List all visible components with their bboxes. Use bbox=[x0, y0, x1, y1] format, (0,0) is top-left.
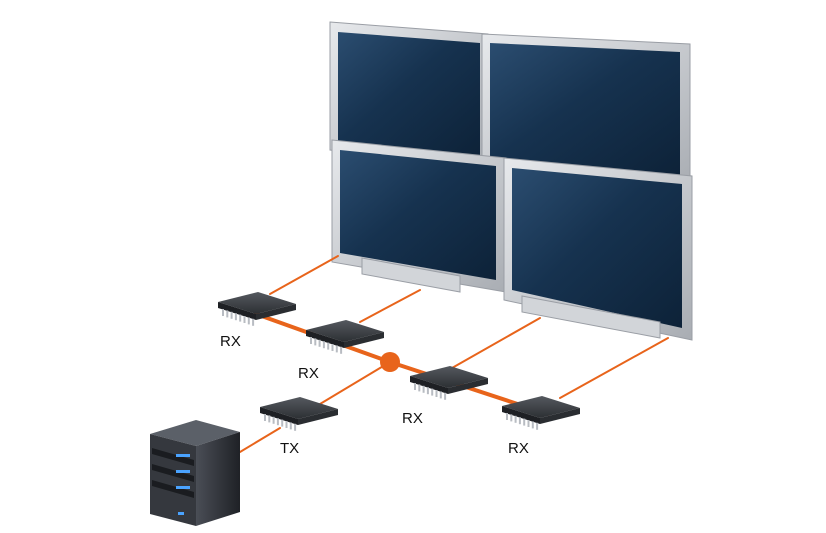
link-line bbox=[239, 427, 281, 453]
link-line bbox=[559, 337, 669, 399]
monitor-icon bbox=[481, 33, 691, 187]
link-line bbox=[359, 289, 421, 323]
module-label: RX bbox=[220, 333, 241, 350]
link-line bbox=[319, 361, 391, 405]
chip-icon bbox=[306, 320, 384, 354]
video-wall bbox=[329, 21, 693, 341]
hub-dot-icon bbox=[380, 352, 400, 372]
chip-icon bbox=[260, 397, 338, 431]
module-group bbox=[218, 292, 580, 431]
link-line bbox=[451, 317, 541, 369]
module-label: TX bbox=[280, 440, 299, 457]
monitor-icon bbox=[331, 139, 507, 293]
monitor-icon bbox=[503, 157, 693, 341]
module-label: RX bbox=[402, 410, 423, 427]
server-icon bbox=[150, 420, 240, 526]
chip-icon bbox=[218, 292, 296, 326]
chip-icon bbox=[502, 396, 580, 430]
module-label: RX bbox=[508, 440, 529, 457]
chip-icon bbox=[410, 366, 488, 400]
monitor-icon bbox=[329, 21, 489, 169]
module-label: RX bbox=[298, 365, 319, 382]
link-line bbox=[269, 255, 339, 295]
